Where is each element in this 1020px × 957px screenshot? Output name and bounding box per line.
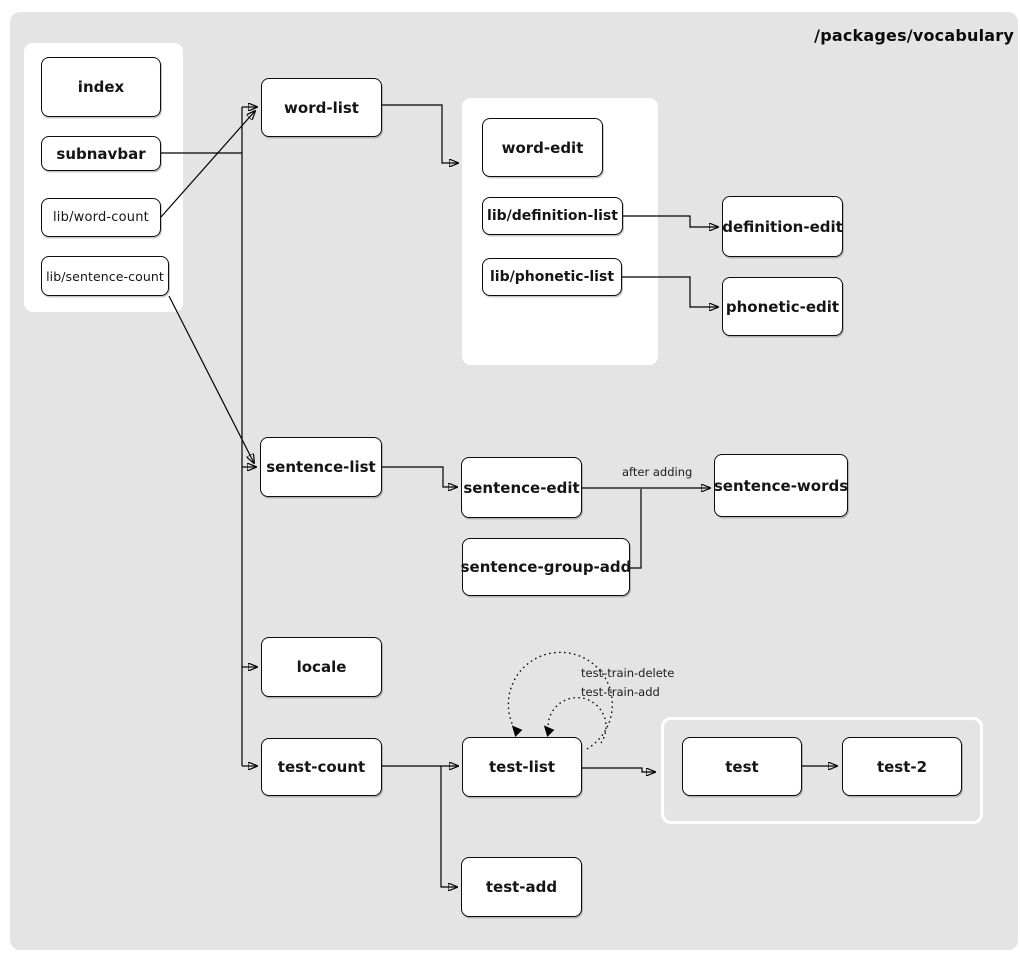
node-test-add: test-add <box>461 857 582 917</box>
node-lib-definition-list-label: lib/definition-list <box>487 208 618 224</box>
node-sentence-edit: sentence-edit <box>461 457 582 518</box>
node-word-edit: word-edit <box>482 118 603 177</box>
edge-label-after-adding: after adding <box>622 465 693 479</box>
node-test-2-label: test-2 <box>876 757 928 776</box>
node-sentence-group-add-label: sentence-group-add <box>460 558 632 576</box>
node-subnavbar-label: subnavbar <box>56 144 146 163</box>
node-lib-sentence-count-label: lib/sentence-count <box>46 268 164 284</box>
node-definition-edit-label: definition-edit <box>722 217 843 236</box>
node-subnavbar: subnavbar <box>41 136 161 171</box>
node-lib-phonetic-list-label: lib/phonetic-list <box>489 269 615 285</box>
node-test-2: test-2 <box>842 737 962 796</box>
node-sentence-words: sentence-words <box>714 454 848 517</box>
node-phonetic-edit: phonetic-edit <box>722 277 843 336</box>
node-test-list-label: test-list <box>488 758 556 776</box>
node-index-label: index <box>77 78 125 96</box>
node-word-list-label: word-list <box>284 98 359 117</box>
node-sentence-group-add: sentence-group-add <box>460 538 632 596</box>
panel-test-group <box>661 717 983 824</box>
node-word-list: word-list <box>261 78 382 137</box>
node-sentence-list: sentence-list <box>260 437 382 497</box>
node-test-add-label: test-add <box>485 878 558 896</box>
node-test: test <box>682 737 802 796</box>
node-word-edit-label: word-edit <box>501 138 584 157</box>
node-test-count-label: test-count <box>277 758 366 776</box>
node-test-count: test-count <box>261 738 382 796</box>
node-sentence-words-label: sentence-words <box>713 476 849 495</box>
node-test-label: test <box>725 757 759 776</box>
node-lib-sentence-count: lib/sentence-count <box>41 256 169 296</box>
node-locale-label: locale <box>296 658 347 676</box>
node-lib-definition-list: lib/definition-list <box>482 197 623 235</box>
node-sentence-edit-label: sentence-edit <box>463 478 580 497</box>
edge-label-test-train-add: test-train-add <box>581 685 660 699</box>
node-sentence-list-label: sentence-list <box>266 458 376 476</box>
node-test-list: test-list <box>462 737 582 797</box>
node-definition-edit: definition-edit <box>722 196 843 257</box>
node-locale: locale <box>261 637 382 697</box>
node-lib-phonetic-list: lib/phonetic-list <box>482 258 622 296</box>
edge-label-test-train-delete: test-train-delete <box>581 666 675 680</box>
node-lib-word-count: lib/word-count <box>41 198 161 237</box>
node-lib-word-count-label: lib/word-count <box>53 210 149 225</box>
page-title: /packages/vocabulary <box>814 26 1014 45</box>
node-index: index <box>41 57 161 117</box>
node-phonetic-edit-label: phonetic-edit <box>725 297 840 316</box>
